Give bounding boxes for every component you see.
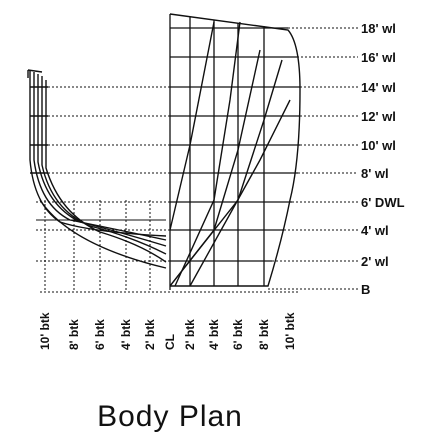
waterline-labels: 18' wl 16' wl 14' wl 12' wl 10' wl 8' wl 6' DW… (361, 21, 405, 297)
waterline-label: 2' wl (361, 254, 389, 269)
waterline-label: 4' wl (361, 223, 389, 238)
bow-station-line (189, 99, 291, 287)
buttock-label: 8' btk (257, 319, 271, 350)
buttock-label: 4' btk (207, 319, 221, 350)
stern-section (41, 76, 167, 255)
buttock-label: 8' btk (67, 319, 81, 350)
buttock-label: 6' btk (93, 319, 107, 350)
bow-station-line (169, 21, 215, 231)
buttock-label: 10' btk (283, 312, 297, 350)
bow-station-line (169, 49, 261, 287)
stern-section-outer (29, 70, 167, 237)
transom-top (27, 69, 43, 78)
stern-section (45, 80, 167, 263)
buttock-label: 6' btk (231, 319, 245, 350)
buttock-label: 4' btk (119, 319, 133, 350)
stern-section (33, 72, 167, 241)
stern-section (37, 74, 167, 247)
bow-station-line (169, 59, 283, 287)
station-grid (36, 14, 358, 293)
bow-station-line (174, 21, 241, 287)
waterline-label: 18' wl (361, 21, 396, 36)
buttock-label: 2' btk (143, 319, 157, 350)
bow-outline (169, 13, 301, 287)
waterline-label: 8' wl (361, 166, 389, 181)
drawing-title: Body Plan (97, 400, 243, 433)
centerline-label: CL (163, 334, 177, 350)
waterline-label: 12' wl (361, 109, 396, 124)
buttock-label: 10' btk (38, 312, 52, 350)
buttock-label: 2' btk (183, 319, 197, 350)
waterline-label: 6' DWL (361, 195, 405, 210)
buttock-labels: 10' btk 8' btk 6' btk 4' btk 2' btk CL 2' btk 4… (38, 312, 297, 350)
stern-section-inner (39, 199, 167, 269)
waterline-label: 16' wl (361, 50, 396, 65)
hull-sections (27, 13, 301, 287)
waterline-label: 14' wl (361, 80, 396, 95)
waterline-label: 10' wl (361, 138, 396, 153)
baseline-label: B (361, 282, 370, 297)
